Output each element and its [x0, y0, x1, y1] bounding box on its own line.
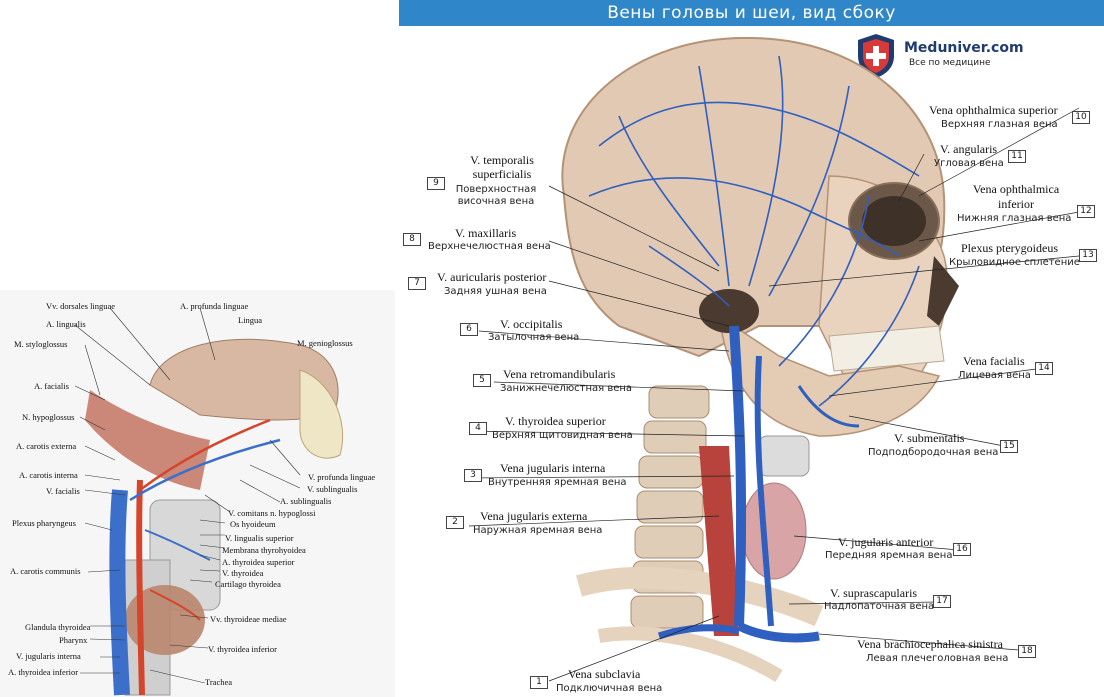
- left-label-trachea: Trachea: [205, 677, 233, 687]
- callout-number-6: 6: [460, 323, 478, 336]
- callout-number-1: 1: [530, 676, 548, 689]
- callout-latin-3: Vena jugularis interna: [500, 461, 606, 475]
- logo-name: Meduniver.com: [904, 40, 1024, 56]
- callout-latin-7: V. auricularis posterior: [437, 270, 547, 284]
- left-label-a-carotis-externa: A. carotis externa: [16, 441, 77, 451]
- left-label-v-thyroidea-inferior: V. thyroidea inferior: [208, 644, 278, 654]
- callout-russian-12: Нижняя глазная вена: [957, 213, 1072, 224]
- callout-latin-1: Vena subclavia: [568, 667, 641, 681]
- logo-tagline: Все по медицине: [909, 58, 991, 68]
- callout-russian-13: Крыловидное сплетение: [949, 257, 1080, 268]
- callout-russian-1: Подключичная вена: [556, 683, 663, 694]
- callout-russian-6: Затылочная вена: [488, 332, 580, 343]
- callout-russian-9: Поверхностная височная вена: [455, 184, 537, 207]
- left-label-a-carotis-communis: A. carotis communis: [10, 566, 81, 576]
- callout-latin-16: V. jugularis anterior: [838, 535, 934, 549]
- callout-latin-15: V. submentalis: [894, 431, 965, 445]
- callout-russian-15: Подподбородочная вена: [868, 447, 999, 458]
- callout-number-12: 12: [1077, 205, 1095, 218]
- left-label-vv-dorsales-linguae: Vv. dorsales linguae: [46, 301, 116, 311]
- callout-number-18: 18: [1018, 645, 1036, 658]
- left-label-os-hyoideum: Os hyoideum: [230, 519, 276, 529]
- callout-latin-5: Vena retromandibularis: [503, 367, 616, 381]
- left-label-cartilago-thyroidea: Cartilago thyroidea: [215, 579, 281, 589]
- left-label-m-styloglossus: M. styloglossus: [14, 339, 68, 349]
- callout-russian-7: Задняя ушная вена: [444, 286, 547, 297]
- left-label-a-thyroidea-superior: A. thyroidea superior: [222, 557, 295, 567]
- callout-latin-8: V. maxillaris: [455, 226, 517, 240]
- callout-number-17: 17: [933, 595, 951, 608]
- left-label-v-jugularis-interna: V. jugularis interna: [16, 651, 81, 661]
- callout-latin-10: Vena ophthalmica superior: [929, 103, 1058, 117]
- left-label-a-profunda-linguae: A. profunda linguae: [180, 301, 249, 311]
- callout-russian-4: Верхняя щитовидная вена: [492, 430, 633, 441]
- left-label-a-facialis: A. facialis: [34, 381, 69, 391]
- callout-number-11: 11: [1008, 150, 1026, 163]
- callout-latin-9: V. temporalis superficialis: [470, 153, 534, 181]
- callout-latin-12: Vena ophthalmica inferior: [972, 182, 1060, 211]
- callout-latin-14: Vena facialis: [963, 354, 1025, 368]
- callout-latin-4: V. thyroidea superior: [505, 414, 606, 428]
- callout-russian-16: Передняя яремная вена: [825, 550, 953, 561]
- callout-latin-6: V. occipitalis: [500, 317, 563, 331]
- callout-number-3: 3: [464, 469, 482, 482]
- callout-number-14: 14: [1035, 362, 1053, 375]
- callout-latin-18: Vena brachiocephalica sinistra: [857, 637, 1003, 651]
- callout-latin-13: Plexus pterygoideus: [961, 241, 1058, 255]
- callout-russian-2: Наружная яремная вена: [473, 525, 603, 536]
- callout-latin-2: Vena jugularis externa: [480, 509, 588, 523]
- left-label-membrana-thyrohyoidea: Membrana thyrohyoidea: [222, 545, 306, 555]
- callout-number-8: 8: [403, 233, 421, 246]
- callout-number-9: 9: [427, 177, 445, 190]
- callout-number-7: 7: [408, 277, 426, 290]
- callout-number-13: 13: [1079, 249, 1097, 262]
- callout-russian-14: Лицевая вена: [958, 370, 1031, 381]
- callout-latin-17: V. suprascapularis: [830, 586, 918, 600]
- left-label-v-comitans: V. comitans n. hypoglossi: [228, 508, 316, 518]
- callout-number-4: 4: [469, 422, 487, 435]
- left-label-v-lingualis-superior: V. lingualis superior: [225, 533, 294, 543]
- left-label-v-facialis: V. facialis: [46, 486, 80, 496]
- callout-russian-11: Угловая вена: [934, 158, 1004, 169]
- left-label-m-genioglossus: M. genioglossus: [297, 338, 353, 348]
- left-label-v-profunda-linguae: V. profunda linguae: [308, 472, 376, 482]
- left-label-glandula-thyroidea: Glandula thyroidea: [25, 622, 91, 632]
- callout-russian-8: Верхнечелюстная вена: [428, 241, 551, 252]
- left-label-a-carotis-interna: A. carotis interna: [19, 470, 78, 480]
- callout-number-5: 5: [473, 374, 491, 387]
- callout-russian-18: Левая плечеголовная вена: [866, 653, 1009, 664]
- callout-russian-5: Занижнечелюстная вена: [500, 383, 633, 394]
- callout-russian-3: Внутренняя яремная вена: [488, 477, 627, 488]
- tongue-neck-illustration: [0, 290, 395, 697]
- left-label-plexus-pharyngeus: Plexus pharyngeus: [12, 518, 76, 528]
- callout-number-15: 15: [1000, 440, 1018, 453]
- callout-russian-17: Надлопаточная вена: [824, 601, 935, 612]
- callout-number-2: 2: [446, 516, 464, 529]
- skull-veins-illustration: [468, 36, 1080, 683]
- callout-number-10: 10: [1072, 111, 1090, 124]
- left-label-n-hypoglossus: N. hypoglossus: [22, 412, 75, 422]
- left-label-pharynx: Pharynx: [59, 635, 88, 645]
- callout-russian-10: Верхняя глазная вена: [941, 119, 1058, 130]
- left-label-a-thyroidea-inferior: A. thyroidea inferior: [8, 667, 79, 677]
- left-label-v-thyroidea: V. thyroidea: [222, 568, 264, 578]
- callout-number-16: 16: [953, 543, 971, 556]
- left-label-lingua: Lingua: [238, 315, 263, 325]
- meduniver-logo[interactable]: Meduniver.com Все по медицине: [854, 32, 1024, 80]
- left-label-vv-thyroideae-mediae: Vv. thyroideae mediae: [210, 614, 287, 624]
- shield-cross-icon: [858, 34, 894, 78]
- left-label-v-sublingualis: V. sublingualis: [307, 484, 358, 494]
- page-title: Вены головы и шеи, вид сбоку: [399, 0, 1104, 26]
- callout-latin-11: V. angularis: [940, 142, 998, 156]
- left-label-a-lingualis: A. lingualis: [46, 319, 86, 329]
- left-label-a-sublingualis: A. sublingualis: [280, 496, 332, 506]
